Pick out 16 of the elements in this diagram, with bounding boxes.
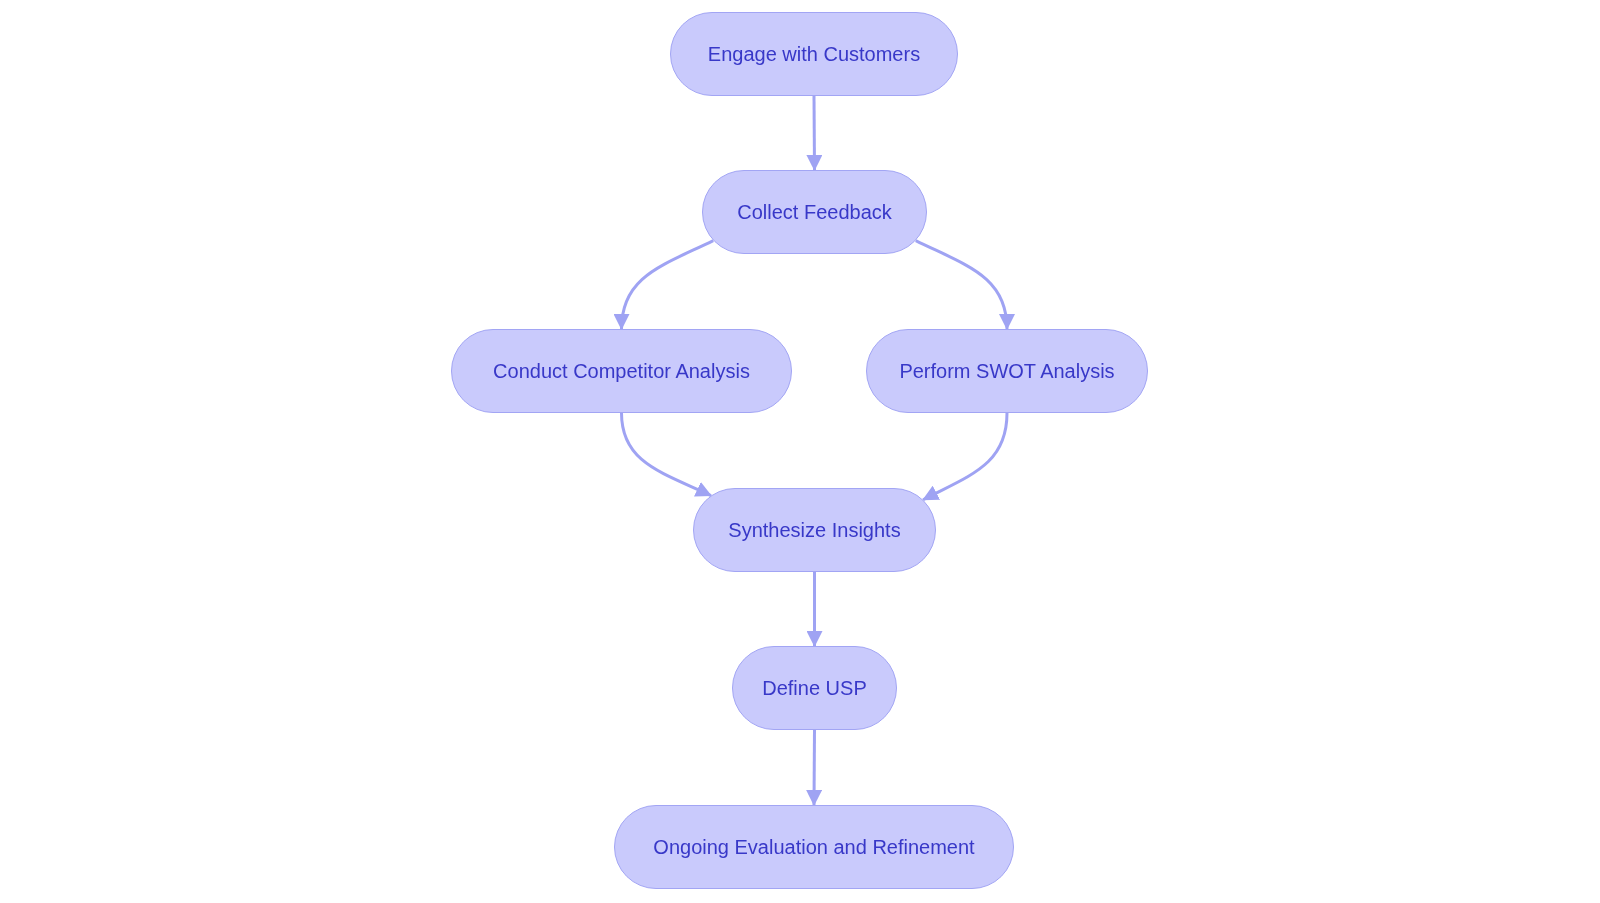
node-label: Define USP: [761, 676, 868, 700]
arrow: [806, 572, 823, 647]
process-node: [693, 488, 936, 572]
node-label: Perform SWOT Analysis: [898, 359, 1116, 383]
node-label: Collect Feedback: [736, 200, 893, 224]
node-label: Synthesize Insights: [727, 518, 902, 542]
arrow: [922, 412, 1009, 502]
arrow: [614, 239, 714, 330]
node-label: Engage with Customers: [706, 42, 922, 66]
node-label: Ongoing Evaluation and Refinement: [652, 835, 976, 859]
arrow: [620, 412, 712, 497]
process-node: [702, 170, 927, 254]
arrow: [806, 730, 823, 806]
node-label: Conduct Competitor Analysis: [492, 359, 751, 383]
arrow: [806, 96, 823, 171]
arrow: [915, 239, 1014, 330]
